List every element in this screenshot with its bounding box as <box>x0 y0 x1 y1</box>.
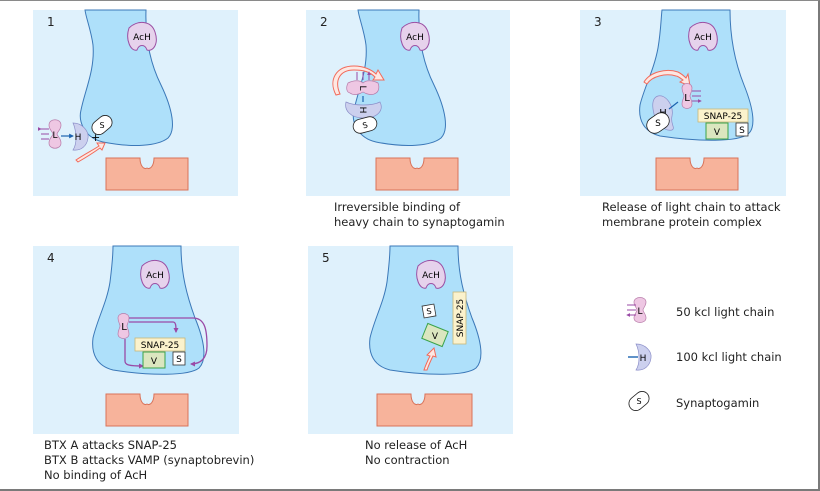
panel-5-caption: No release of AcH No contraction <box>365 438 468 467</box>
syntaxin-protein: S <box>172 351 186 366</box>
muscle-receptor <box>375 157 459 191</box>
light-chain-label: L <box>357 85 367 90</box>
panel-4-caption: BTX A attacks SNAP-25 BTX B attacks VAMP… <box>44 438 255 482</box>
toxin-complex: L H <box>345 72 382 119</box>
red-arrow <box>423 347 437 371</box>
light-chain-icon <box>681 83 693 109</box>
toxin-complex: L H + <box>41 119 100 151</box>
heavy-chain-icon <box>72 122 89 151</box>
light-chain-icon: L <box>612 297 647 323</box>
svg-text:H: H <box>640 354 647 364</box>
ach-label: AcH <box>406 33 424 43</box>
muscle-receptor <box>655 157 739 191</box>
legend-label: 100 kcl light chain <box>676 350 782 364</box>
muscle-receptor <box>376 393 473 427</box>
synaptogamin: S <box>646 112 670 134</box>
svg-text:V: V <box>151 357 158 367</box>
panel-5: 5 AcH S SNAP-25 V <box>308 245 513 434</box>
svg-text:L: L <box>637 307 642 317</box>
ach-vesicle: AcH <box>140 260 170 289</box>
legend-item-synaptogamin: S Synaptogamin <box>612 388 802 418</box>
heavy-chain-icon <box>345 101 382 119</box>
panel-number: 3 <box>594 15 602 29</box>
ach-label: AcH <box>422 271 440 281</box>
vamp-protein: V <box>705 122 729 140</box>
panel-3-caption: Release of light chain to attack membran… <box>602 200 781 229</box>
ach-label: AcH <box>694 33 712 43</box>
svg-text:SNAP-25: SNAP-25 <box>456 299 466 338</box>
muscle-receptor <box>105 393 189 427</box>
svg-text:V: V <box>714 128 721 138</box>
svg-text:SNAP-25: SNAP-25 <box>704 112 743 122</box>
attack-arrow-snap25 <box>129 321 179 334</box>
panel-number: 5 <box>322 251 330 265</box>
svg-text:S: S <box>739 126 745 136</box>
panel-2-caption: Irreversible binding of heavy chain to s… <box>334 200 505 229</box>
ach-vesicle: AcH <box>127 22 157 51</box>
syntaxin-protein: S <box>735 122 749 137</box>
svg-text:S: S <box>636 397 641 406</box>
svg-text:S: S <box>362 120 369 130</box>
svg-text:S: S <box>176 355 182 365</box>
synaptogamin: S <box>352 116 378 134</box>
vamp-protein: V <box>421 322 449 348</box>
synaptogamin: S <box>91 115 113 135</box>
panel-number: 1 <box>47 15 55 29</box>
ach-vesicle: AcH <box>416 260 446 289</box>
snap25-protein: SNAP-25 <box>697 108 749 123</box>
svg-text:S: S <box>426 307 433 317</box>
red-arrow <box>75 142 106 163</box>
panel-number: 2 <box>320 15 328 29</box>
heavy-chain-label: H <box>357 107 367 114</box>
panel-4: 4 AcH L SNAP-25 V S <box>33 245 239 434</box>
light-chain: L <box>117 313 130 339</box>
snap25-protein: SNAP-25 <box>134 337 186 352</box>
light-chain-label: L <box>684 93 690 104</box>
ach-label: AcH <box>146 271 164 281</box>
legend-label: Synaptogamin <box>676 396 760 410</box>
attack-arrow-syntaxin <box>129 317 208 367</box>
heavy-chain-label: H <box>75 133 82 143</box>
plus-sign: + <box>91 131 100 144</box>
light-chain-label: L <box>52 131 57 141</box>
svg-text:S: S <box>99 121 104 130</box>
svg-text:SNAP-25: SNAP-25 <box>141 341 180 351</box>
muscle-receptor <box>105 157 189 191</box>
svg-text:S: S <box>655 119 661 129</box>
attack-arrow-vamp <box>124 339 145 369</box>
legend-item-heavy-chain: H 100 kcl light chain <box>612 342 802 372</box>
ach-vesicle: AcH <box>400 22 430 51</box>
light-chain-icon <box>346 80 380 95</box>
nerve-terminal <box>79 9 173 146</box>
ach-vesicle: AcH <box>688 22 718 51</box>
panel-number: 4 <box>47 251 55 265</box>
legend-label: 50 kcl light chain <box>676 305 775 319</box>
legend-item-light-chain: L 50 kcl light chain <box>612 297 802 327</box>
panel-1: 1 AcH L H + S <box>33 9 238 196</box>
svg-text:V: V <box>432 332 439 342</box>
panel-2: 2 AcH L H S <box>306 9 510 196</box>
synaptogamin-icon: S <box>628 391 650 411</box>
light-chain-icon <box>48 119 62 149</box>
light-chain-label: L <box>121 322 127 333</box>
snap25-protein: SNAP-25 <box>452 291 467 345</box>
panel-3: 3 AcH H L S SNAP-25 V <box>580 9 786 196</box>
vamp-protein: V <box>142 351 166 369</box>
ach-label: AcH <box>133 33 151 43</box>
heavy-chain-icon: H <box>628 343 652 371</box>
syntaxin-protein: S <box>421 303 437 319</box>
